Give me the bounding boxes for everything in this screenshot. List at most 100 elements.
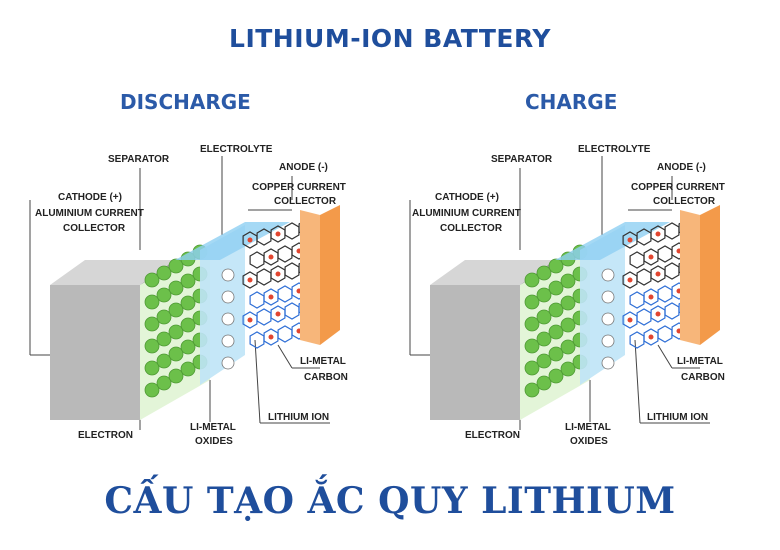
carbon-hexagon	[629, 331, 645, 349]
li-metal-oxide-sphere	[168, 324, 184, 340]
aluminium-collector-label-2: COLLECTOR	[63, 223, 126, 234]
carbon-hexagon	[629, 251, 645, 269]
copper-collector-label-1: COPPER CURRENT	[252, 182, 346, 193]
carbon-hexagon	[657, 325, 673, 343]
carbon-label: CARBON	[681, 372, 725, 383]
li-metal-oxide-sphere	[536, 331, 552, 347]
carbon-hexagon	[284, 262, 300, 280]
li-metal-oxide-sphere	[180, 295, 196, 311]
li-metal-oxide-sphere	[168, 302, 184, 318]
lithium-ion-marker	[221, 356, 235, 370]
main-title: LITHIUM-ION BATTERY	[229, 24, 551, 53]
li-metal-oxide-sphere	[524, 294, 540, 310]
li-metal-oxide-sphere	[168, 346, 184, 362]
charge-diagram: SEPARATOR ELECTROLYTE ANODE (-) COPPER C…	[395, 140, 775, 460]
li-metal-oxide-sphere	[168, 258, 184, 274]
lithium-ion-marker	[221, 268, 235, 282]
lithium-ion-marker	[221, 334, 235, 348]
lithium-ion-dot	[627, 237, 633, 243]
discharge-heading: DISCHARGE	[120, 90, 251, 114]
li-metal-oxides-label-1: LI-METAL	[190, 422, 236, 433]
cathode-label: CATHODE (+)	[58, 192, 122, 203]
electrolyte-top	[175, 222, 290, 260]
li-metal-oxide-sphere	[144, 316, 160, 332]
aluminium-collector-top	[430, 260, 555, 285]
lithium-ion-marker	[601, 356, 615, 370]
carbon-hexagon	[277, 285, 293, 303]
lithium-ion-label: LITHIUM ION	[268, 412, 330, 423]
aluminium-collector	[50, 285, 140, 420]
copper-collector	[320, 205, 340, 345]
li-metal-label: LI-METAL	[677, 356, 723, 367]
carbon-label: CARBON	[304, 372, 348, 383]
separator-label: SEPARATOR	[108, 154, 170, 165]
li-metal-oxide-sphere	[168, 280, 184, 296]
lithium-ion-dot	[275, 271, 281, 277]
cathode-label: CATHODE (+)	[435, 192, 499, 203]
li-metal-oxide-sphere	[548, 280, 564, 296]
anode-label: ANODE (-)	[279, 162, 328, 173]
copper-collector	[700, 205, 720, 345]
li-metal-oxide-sphere	[560, 361, 576, 377]
carbon-hexagon	[664, 222, 680, 240]
carbon-hexagon	[284, 222, 300, 240]
carbon-hexagon	[277, 245, 293, 263]
battery-body	[409, 156, 720, 430]
carbon-hexagon	[664, 302, 680, 320]
copper-collector-face	[680, 210, 700, 345]
li-metal-oxide-sphere	[548, 324, 564, 340]
li-metal-oxide-sphere	[536, 375, 552, 391]
lithium-ion-label: LITHIUM ION	[647, 412, 709, 423]
li-metal-oxide-sphere	[156, 265, 172, 281]
carbon-hexagon	[256, 308, 272, 326]
li-metal-oxide-sphere	[180, 273, 196, 289]
li-metal-oxide-sphere	[560, 295, 576, 311]
li-metal-oxide-sphere	[560, 273, 576, 289]
copper-collector-label-1: COPPER CURRENT	[631, 182, 725, 193]
carbon-hexagon	[277, 325, 293, 343]
electron-label: ELECTRON	[465, 430, 520, 441]
charge-battery-illustration	[409, 156, 720, 430]
carbon-hexagon	[629, 291, 645, 309]
lithium-ion-dot	[268, 294, 274, 300]
lithium-ion-dot	[655, 271, 661, 277]
aluminium-collector-label-2: COLLECTOR	[440, 223, 503, 234]
electrolyte	[580, 225, 625, 385]
lithium-ion-dot	[627, 277, 633, 283]
li-metal-oxide-sphere	[144, 294, 160, 310]
li-metal-oxide-sphere	[180, 317, 196, 333]
li-metal-oxide-sphere	[180, 339, 196, 355]
lithium-ion-dot	[247, 277, 253, 283]
lithium-ion-dot	[247, 317, 253, 323]
oxides-label: OXIDES	[570, 436, 608, 447]
carbon-hexagon	[636, 308, 652, 326]
leader-line	[254, 339, 261, 424]
aluminium-collector-label-1: ALUMINIUM CURRENT	[35, 208, 144, 219]
li-metal-oxide-sphere	[524, 316, 540, 332]
battery-body	[29, 156, 340, 430]
lithium-ion-marker	[601, 334, 615, 348]
li-metal-oxide-sphere	[144, 272, 160, 288]
leader-line	[634, 339, 641, 424]
lithium-ion-dot	[648, 334, 654, 340]
electrolyte-label: ELECTROLYTE	[200, 144, 273, 155]
lithium-ion-dot	[655, 311, 661, 317]
discharge-diagram: SEPARATOR ELECTROLYTE ANODE (-) COPPER C…	[0, 140, 380, 460]
copper-collector-label-2: COLLECTOR	[274, 196, 337, 207]
li-metal-oxide-sphere	[536, 265, 552, 281]
carbon-hexagon	[249, 291, 265, 309]
li-metal-oxides-label-1: LI-METAL	[565, 422, 611, 433]
copper-collector-label-2: COLLECTOR	[653, 196, 716, 207]
li-metal-oxide-sphere	[524, 360, 540, 376]
carbon-hexagon	[284, 302, 300, 320]
li-metal-oxide-sphere	[548, 258, 564, 274]
li-metal-oxide-sphere	[548, 368, 564, 384]
lithium-ion-dot	[655, 231, 661, 237]
footer-caption: CẤU TẠO ẮC QUY LITHIUM	[104, 480, 676, 522]
electrolyte-top	[555, 222, 670, 260]
lithium-ion-dot	[648, 294, 654, 300]
li-metal-oxide-sphere	[144, 360, 160, 376]
lithium-ion-marker	[601, 312, 615, 326]
li-metal-oxide-sphere	[536, 287, 552, 303]
aluminium-collector-label-1: ALUMINIUM CURRENT	[412, 208, 521, 219]
